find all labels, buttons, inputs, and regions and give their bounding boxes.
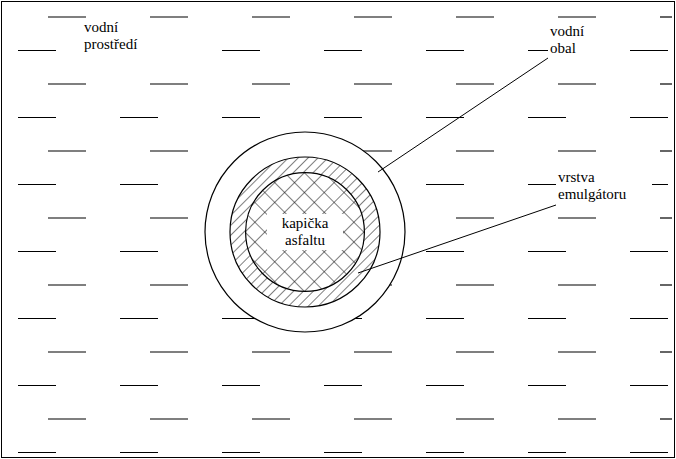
water-shell: [205, 132, 405, 332]
part-label: vrstva emulgátoru: [556, 168, 652, 205]
part-label: vodní obal: [548, 22, 602, 59]
emulsifier-layer: [230, 157, 380, 307]
asphalt-droplet: kapička asfaltu: [245, 172, 365, 292]
droplet-label: kapička asfaltu: [267, 214, 343, 251]
water-dashes: [18, 17, 672, 453]
leader-line: [378, 58, 548, 172]
leader-line: [358, 205, 556, 273]
part-label: vodní prostředí: [82, 18, 158, 55]
